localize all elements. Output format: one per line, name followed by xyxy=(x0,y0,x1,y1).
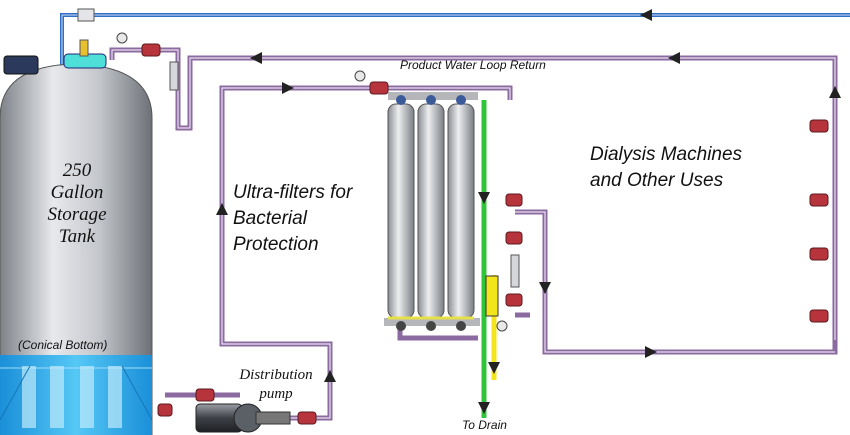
distribution-pump xyxy=(195,403,291,433)
conical-bottom-label: (Conical Bottom) xyxy=(18,338,108,352)
flow-arrow-bottom-right xyxy=(645,346,657,358)
pump-label-line: Distribution xyxy=(239,367,313,383)
dialysis-label: Dialysis Machines and Other Uses xyxy=(590,142,742,194)
tank-label-line: Gallon xyxy=(50,182,104,203)
tank-label-line: Storage xyxy=(47,204,107,225)
flow-arrow-down xyxy=(539,282,551,294)
ultrafilters-label-line: Protection xyxy=(233,234,319,255)
ultrafilters-label: Ultra-filters for Bacterial Protection xyxy=(233,180,352,258)
tank-label-line: Tank xyxy=(58,226,96,247)
pump-label: Distribution pump xyxy=(230,366,322,404)
flow-arrow-return-1 xyxy=(250,52,262,64)
valves xyxy=(141,43,829,425)
flow-arrow-return-2 xyxy=(668,52,680,64)
ultra-filter-bank xyxy=(384,92,480,331)
dialysis-label-line: and Other Uses xyxy=(590,170,724,191)
flow-arrow-up-right xyxy=(829,86,841,98)
flow-arrow-top-right xyxy=(282,82,294,94)
storage-tank xyxy=(0,39,153,435)
flow-arrow-left xyxy=(640,9,652,21)
flow-arrow-up-pump xyxy=(324,370,336,382)
loop-return-label: Product Water Loop Return xyxy=(400,58,546,72)
flow-arrow-up-left xyxy=(216,203,228,215)
dialysis-label-line: Dialysis Machines xyxy=(590,144,743,165)
drain-label: To Drain xyxy=(462,418,507,432)
tank-label-line: 250 xyxy=(62,160,92,181)
ultrafilters-label-line: Ultra-filters for xyxy=(233,182,353,203)
pump-label-line: pump xyxy=(259,386,293,402)
ultrafilters-label-line: Bacterial xyxy=(233,208,307,229)
tank-label: 250 Gallon Storage Tank xyxy=(22,160,132,248)
